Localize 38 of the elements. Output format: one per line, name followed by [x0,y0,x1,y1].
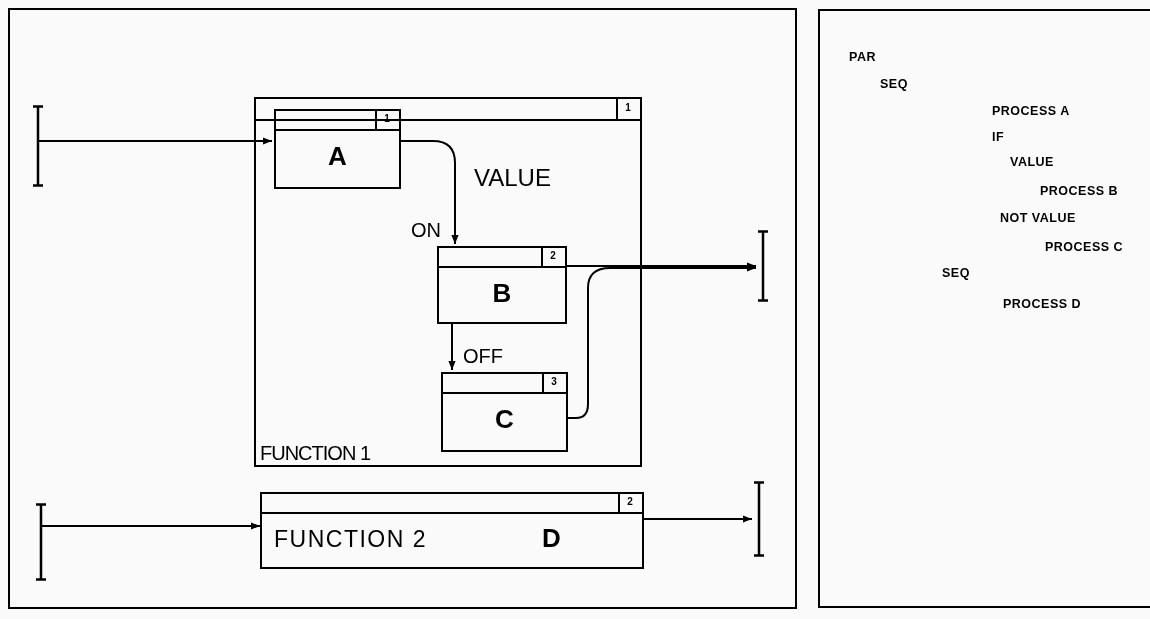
process-label: D [542,524,561,552]
code-keyword: IF [992,130,1005,144]
arrow [565,264,757,419]
code-keyword: SEQ [942,266,970,280]
code-statement: PROCESS D [1003,297,1082,311]
code-statement: PROCESS A [992,104,1070,118]
code-condition: VALUE [1010,155,1054,169]
process-box [260,492,644,569]
process-box [437,246,567,324]
tab-number: 2 [618,494,640,512]
tab-number: 3 [542,374,564,392]
process-label: B [491,280,513,306]
arrow [398,140,459,245]
process-label: C [494,406,515,432]
process-box [441,372,568,452]
process-box [274,109,401,189]
terminator-bar [752,481,766,557]
function-label: FUNCTION 1 [260,442,370,465]
condition-label: VALUE [474,168,551,188]
arrow [643,515,753,523]
edge-label: OFF [463,346,503,366]
arrow [37,137,273,145]
terminator-bar [756,230,770,302]
arrow [448,321,456,371]
code-keyword: PAR [849,50,876,64]
code-keyword: SEQ [880,77,908,91]
code-statement: PROCESS C [1045,240,1124,254]
tab-number: 1 [616,99,638,119]
function-label: FUNCTION 2 [274,526,427,552]
arrow [564,262,757,270]
process-label: A [327,143,348,169]
code-condition: NOT VALUE [1000,211,1076,225]
terminator-bar [34,503,48,581]
code-statement: PROCESS B [1040,184,1119,198]
tab-number: 2 [541,248,563,266]
terminator-bar [31,105,45,187]
edge-label: ON [411,220,441,240]
arrow [40,522,261,530]
